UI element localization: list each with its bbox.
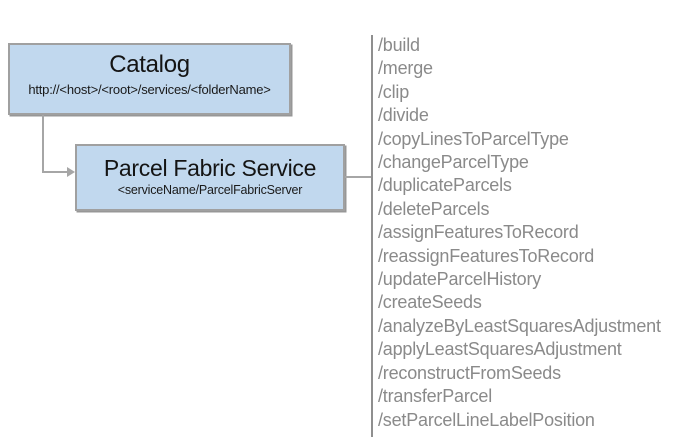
catalog-node: Catalog http://<host>/<root>/services/<f… bbox=[8, 43, 291, 115]
connector-catalog-vertical bbox=[42, 115, 44, 173]
service-url: <serviceName/ParcelFabricServer bbox=[117, 183, 303, 197]
connector-catalog-horizontal bbox=[42, 171, 67, 173]
endpoint-item: /merge bbox=[378, 58, 433, 79]
endpoint-item: /clip bbox=[378, 81, 410, 102]
catalog-title: Catalog bbox=[109, 51, 190, 78]
endpoint-item: /analyzeByLeastSquaresAdjustment bbox=[378, 315, 661, 336]
endpoint-item: /deleteParcels bbox=[378, 198, 490, 219]
endpoint-item: /divide bbox=[378, 105, 429, 126]
endpoint-item: /setParcelLineLabelPosition bbox=[378, 409, 595, 430]
endpoint-item: /reassignFeaturesToRecord bbox=[378, 245, 595, 266]
endpoint-item: /copyLinesToParcelType bbox=[378, 128, 569, 149]
operations-divider-line bbox=[371, 35, 373, 437]
connector-service-to-list bbox=[345, 176, 372, 178]
endpoint-item: /changeParcelType bbox=[378, 152, 529, 173]
endpoint-item: /reconstructFromSeeds bbox=[378, 362, 561, 383]
endpoint-item: /duplicateParcels bbox=[378, 175, 512, 196]
endpoint-item: /assignFeaturesToRecord bbox=[378, 222, 579, 243]
endpoint-item: /applyLeastSquaresAdjustment bbox=[378, 339, 622, 360]
service-node: Parcel Fabric Service <serviceName/Parce… bbox=[75, 144, 345, 211]
endpoint-item: /updateParcelHistory bbox=[378, 269, 542, 290]
operations-list: /build /merge /clip /divide /copyLinesTo… bbox=[378, 34, 688, 432]
endpoint-item: /transferParcel bbox=[378, 386, 493, 407]
arrow-right-icon bbox=[67, 167, 75, 177]
endpoint-item: /build bbox=[378, 35, 420, 55]
service-title: Parcel Fabric Service bbox=[103, 155, 317, 181]
endpoint-item: /createSeeds bbox=[378, 292, 482, 313]
catalog-url: http://<host>/<root>/services/<folderNam… bbox=[28, 82, 271, 97]
